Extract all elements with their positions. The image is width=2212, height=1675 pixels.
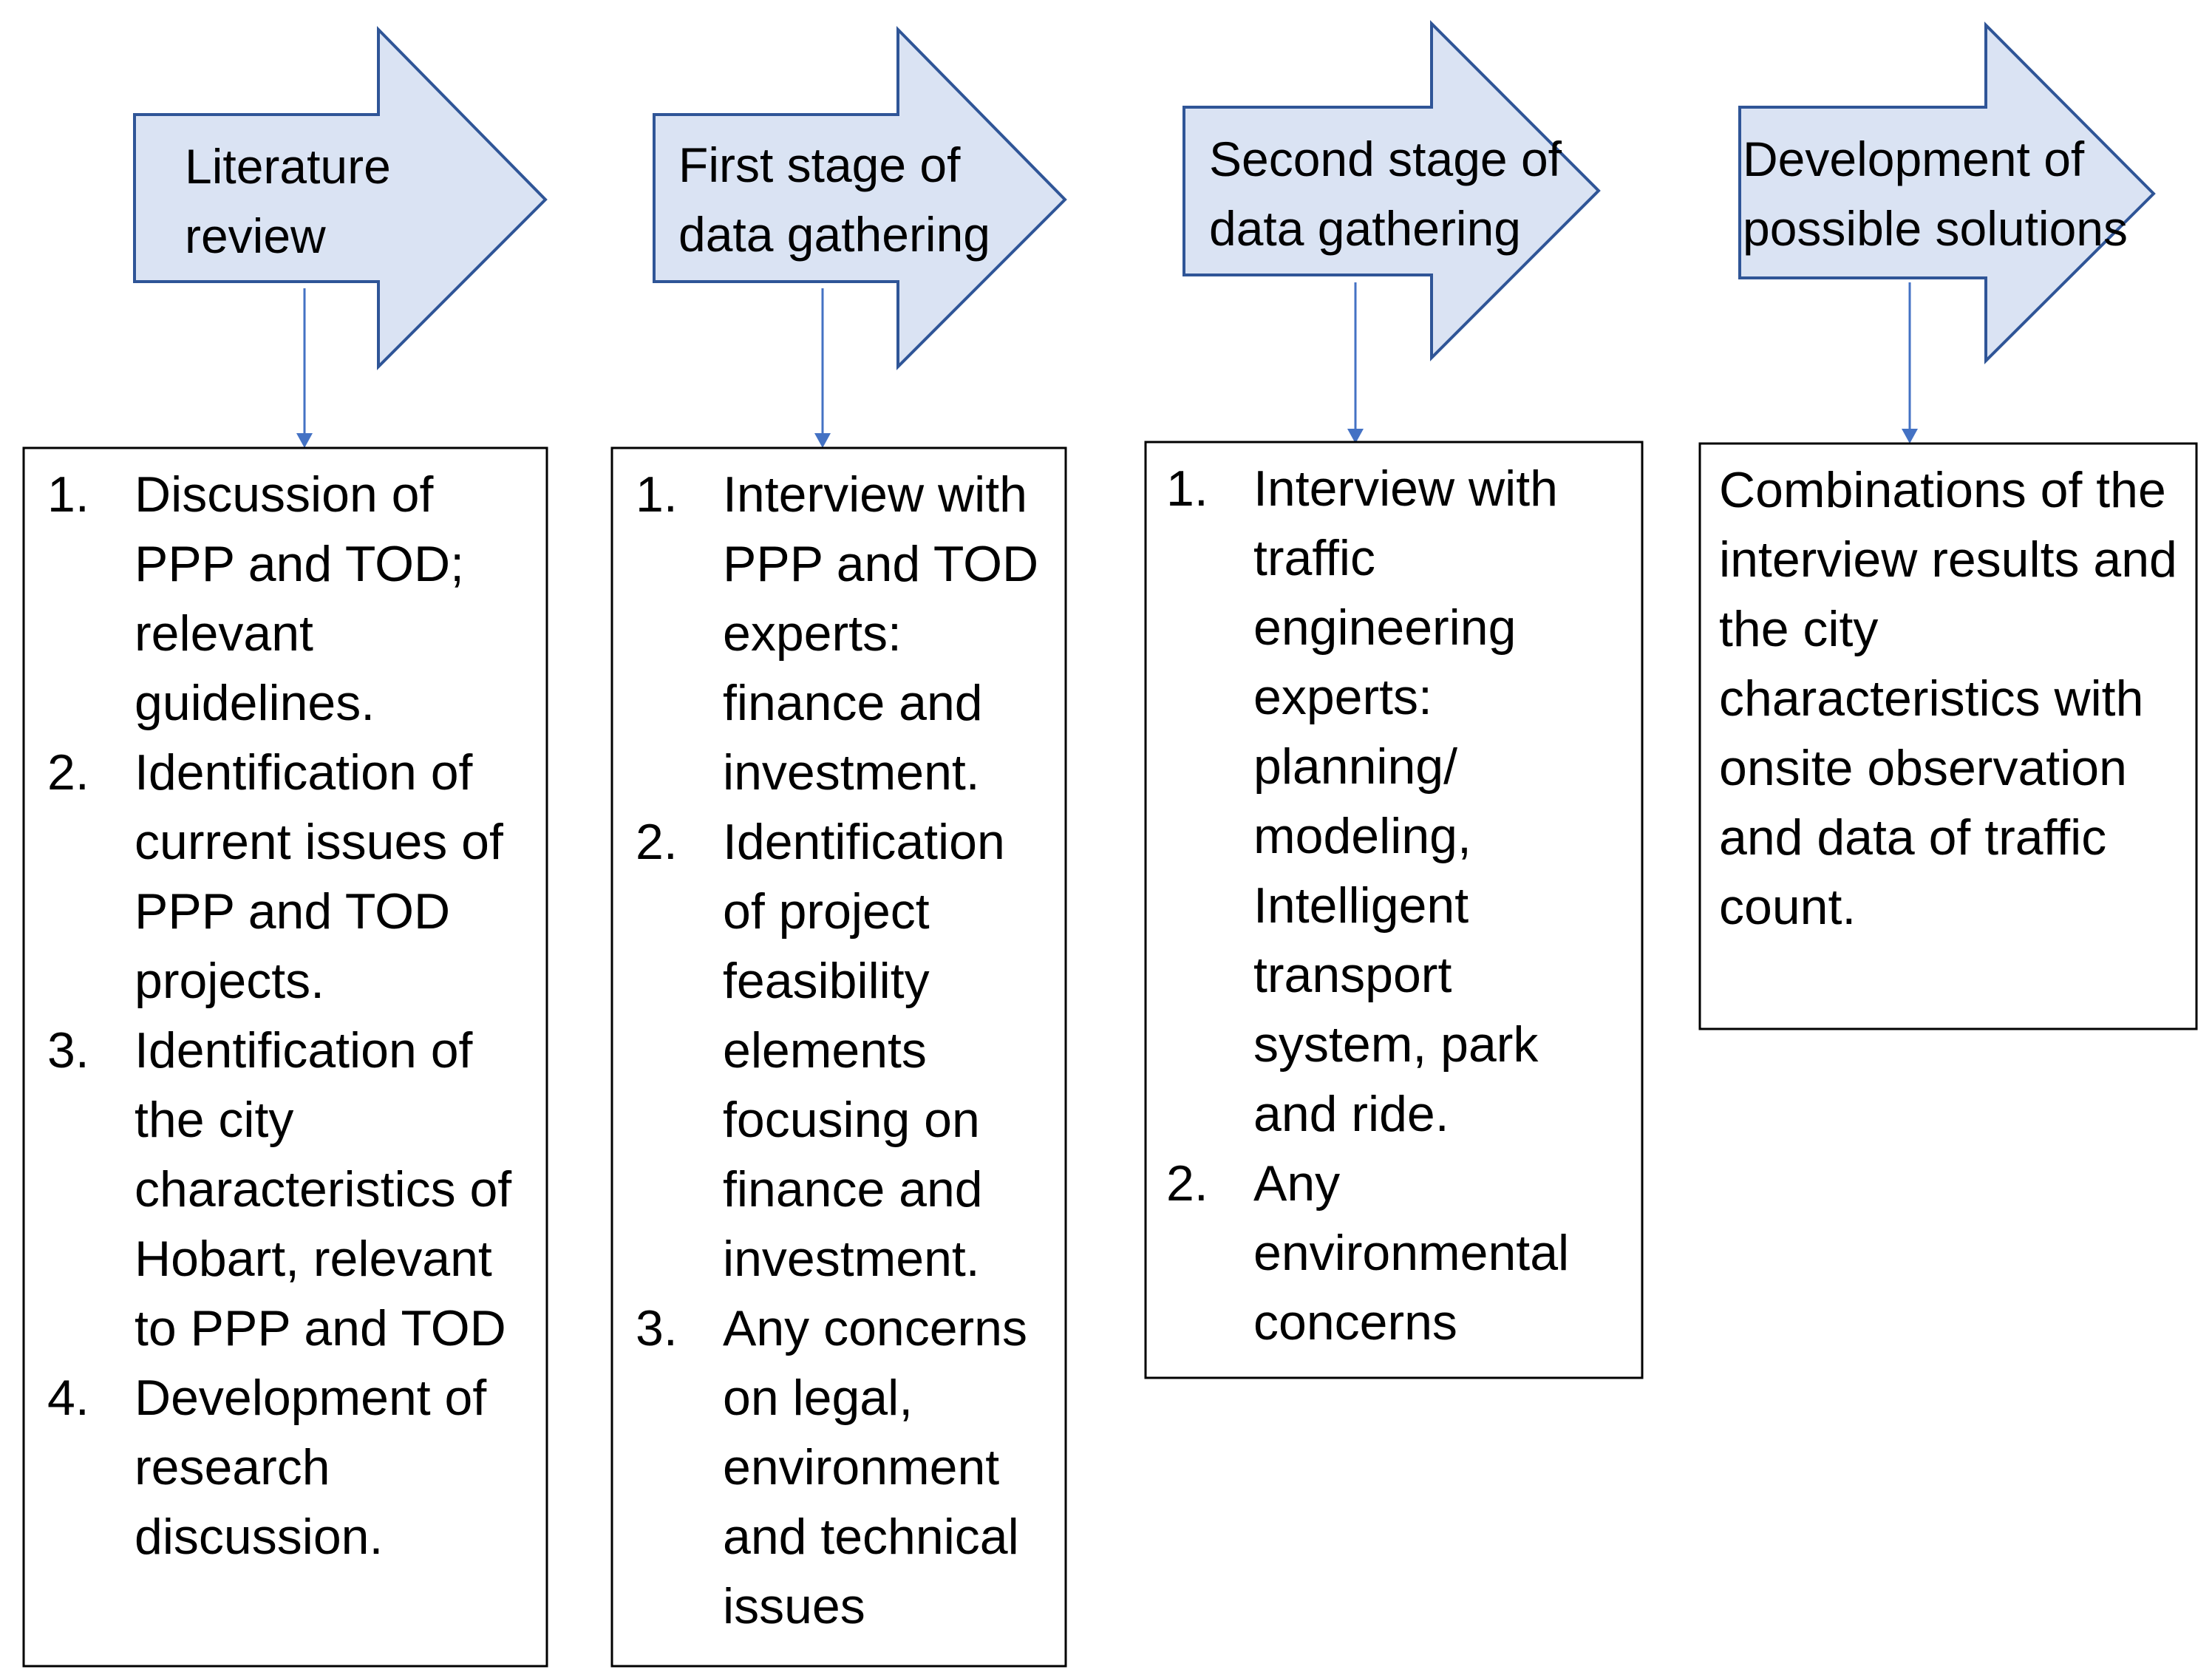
stage-list-literature-review: 1. Discussion of PPP and TOD; relevant gu… (47, 460, 531, 1572)
stage-arrow-second-data-gathering (1182, 20, 1601, 361)
list-item: 3. Identification of the city characteris… (47, 1016, 531, 1363)
item-text: Any environmental concerns (1253, 1155, 1570, 1350)
stage-box-literature-review (22, 446, 548, 1668)
item-text: Identification of the city characteristi… (135, 1022, 512, 1356)
list-item: 1. Interview with PPP and TOD experts: fi… (636, 460, 1049, 807)
list-item: 2. Identification of project feasibility … (636, 807, 1049, 1294)
item-number: 2. (1166, 1155, 1208, 1212)
item-text: Identification of current issues of PPP … (135, 744, 503, 1009)
item-number: 1. (636, 466, 678, 523)
item-text: Discussion of PPP and TOD; relevant guid… (135, 466, 465, 731)
arrow-label-literature-review: Literature review (185, 132, 391, 271)
item-number: 2. (636, 814, 678, 870)
item-number: 3. (47, 1022, 89, 1078)
item-text: Interview with PPP and TOD experts: fina… (723, 466, 1039, 801)
arrow-label-line: Development of (1743, 132, 2085, 186)
stage-list-first-data-gathering: 1. Interview with PPP and TOD experts: fi… (636, 460, 1049, 1641)
item-number: 4. (47, 1370, 89, 1426)
stage-box-first-data-gathering (610, 446, 1067, 1668)
item-number: 1. (47, 466, 89, 523)
stage-box-second-data-gathering (1144, 441, 1644, 1379)
stage-box-possible-solutions (1698, 442, 2198, 1030)
solutions-description: Combinations of the interview results an… (1719, 462, 2177, 935)
list-item: 3. Any concerns on legal, environment and… (636, 1294, 1049, 1641)
arrow-label-line: First stage of (678, 137, 961, 192)
arrow-label-possible-solutions: Development of possible solutions (1743, 124, 2128, 263)
arrow-label-line: Second stage of (1209, 132, 1562, 186)
stage-arrow-possible-solutions (1738, 21, 2156, 364)
connector-arrowhead-3 (1347, 429, 1364, 444)
list-item: 1. Interview with traffic engineering exp… (1166, 454, 1632, 1149)
list-item: 2. Any environmental concerns (1166, 1149, 1632, 1357)
item-text: Development of research discussion. (135, 1370, 487, 1565)
item-text: Interview with traffic engineering exper… (1253, 461, 1558, 1142)
arrow-label-line: Literature (185, 139, 391, 194)
item-number: 3. (636, 1300, 678, 1356)
list-item: 4. Development of research discussion. (47, 1363, 531, 1572)
connector-arrowhead-2 (814, 433, 831, 448)
list-item: 1. Discussion of PPP and TOD; relevant gu… (47, 460, 531, 738)
item-number: 1. (1166, 461, 1208, 517)
connector-arrowhead-1 (296, 433, 313, 448)
stage-arrow-first-data-gathering (653, 26, 1067, 370)
arrow-label-line: review (185, 208, 326, 263)
connector-arrowhead-4 (1902, 429, 1918, 444)
arrow-label-second-data-gathering: Second stage of data gathering (1209, 124, 1562, 263)
stage-arrow-literature-review (133, 26, 548, 370)
list-item: 2. Identification of current issues of PP… (47, 738, 531, 1016)
arrow-label-line: data gathering (678, 207, 991, 262)
stage-list-second-data-gathering: 1. Interview with traffic engineering exp… (1166, 454, 1632, 1357)
item-text: Any concerns on legal, environment and t… (723, 1300, 1027, 1634)
arrow-label-line: possible solutions (1743, 201, 2128, 256)
arrow-label-first-data-gathering: First stage of data gathering (678, 130, 990, 269)
item-text: Identification of project feasibility el… (723, 814, 1005, 1287)
item-number: 2. (47, 744, 89, 801)
arrow-label-line: data gathering (1209, 201, 1522, 256)
